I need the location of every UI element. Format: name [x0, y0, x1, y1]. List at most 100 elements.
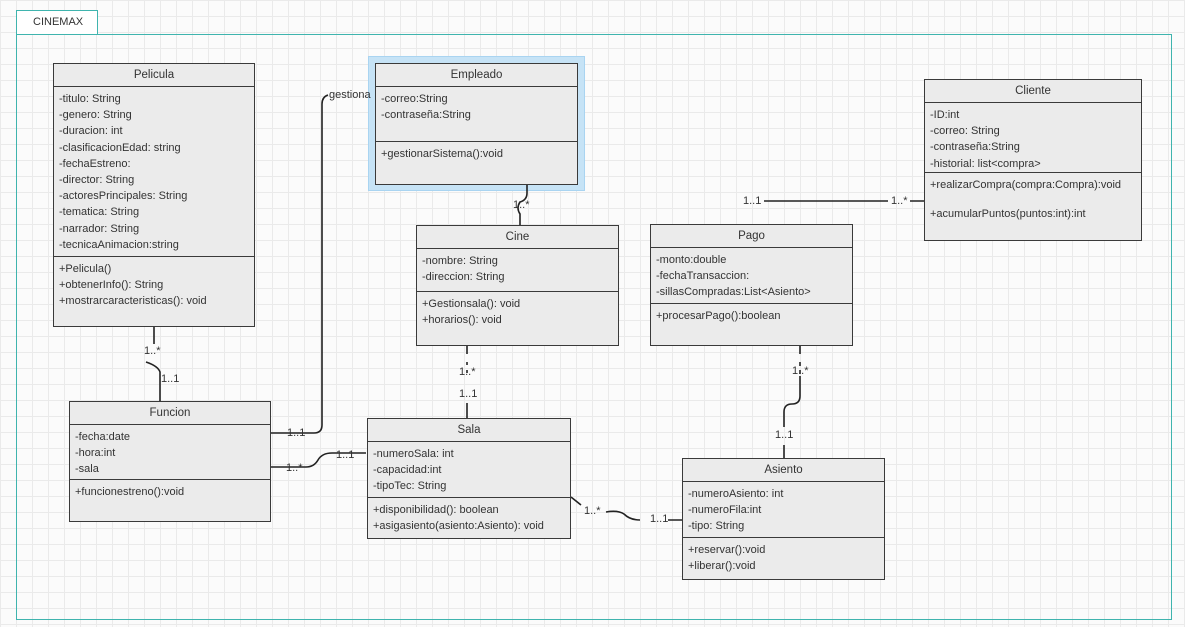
class-sala[interactable]: Sala -numeroSala: int -capacidad:int -ti…: [367, 418, 571, 539]
class-methods: +realizarCompra(compra:Compra):void +acu…: [925, 173, 1141, 226]
attribute: -duracion: int: [59, 125, 123, 138]
attribute: -sillasCompradas:List<Asiento>: [656, 286, 811, 299]
class-name: Pago: [651, 225, 852, 248]
connector-funcion-sala: [271, 452, 366, 468]
class-pago[interactable]: Pago -monto:double -fechaTransaccion: -s…: [650, 224, 853, 346]
connector-pelicula-funcion: [145, 327, 161, 401]
method: +gestionarSistema():void: [381, 148, 503, 160]
attribute: -numeroAsiento: int: [688, 488, 784, 500]
class-methods: +funcionestreno():void: [70, 480, 270, 504]
multiplicity-pelicula-funcion-a: 1..*: [144, 345, 161, 357]
attribute: -tipo: String: [688, 520, 745, 533]
attribute: -clasificacionEdad: string: [59, 141, 181, 154]
frame-title[interactable]: CINEMAX: [16, 10, 98, 35]
class-attributes: -titulo: String -genero: String -duracio…: [54, 87, 254, 257]
class-methods: +procesarPago():boolean: [651, 304, 852, 328]
method: +Pelicula(): [59, 263, 112, 275]
class-attributes: -numeroSala: int -capacidad:int -tipoTec…: [368, 442, 570, 498]
attribute: -fecha:date: [75, 431, 131, 443]
class-asiento[interactable]: Asiento -numeroAsiento: int -numeroFila:…: [682, 458, 885, 580]
class-empleado[interactable]: Empleado -correo:String -contraseña:Stri…: [375, 63, 578, 185]
connector-pago-asiento: [783, 346, 801, 458]
attribute: -ID:int: [930, 109, 960, 121]
multiplicity-sala-asiento-b: 1..1: [650, 513, 669, 525]
method: +mostrarcaracteristicas(): void: [59, 295, 207, 308]
method: +horarios(): void: [422, 314, 502, 327]
connector-empleado-cine: [517, 184, 528, 225]
label-gestiona: gestiona: [329, 89, 371, 101]
class-name: Asiento: [683, 459, 884, 482]
method: +liberar():void: [688, 560, 756, 573]
class-attributes: -ID:int -correo: String -contraseña:Stri…: [925, 103, 1141, 173]
multiplicity-sala-asiento-a: 1..*: [584, 505, 601, 517]
class-attributes: -nombre: String -direccion: String: [417, 249, 618, 292]
attribute: -numeroFila:int: [688, 504, 762, 517]
method: +obtenerInfo(): String: [59, 279, 164, 292]
attribute: -monto:double: [656, 254, 727, 266]
attribute: -contraseña:String: [930, 141, 1020, 154]
class-name: Funcion: [70, 402, 270, 425]
class-funcion[interactable]: Funcion -fecha:date -hora:int -sala +fun…: [69, 401, 271, 522]
attribute: -narrador: String: [59, 222, 140, 235]
multiplicity-funcion-sala-b: 1..1: [336, 449, 355, 461]
class-name: Pelicula: [54, 64, 254, 87]
attribute: -actoresPrincipales: String: [59, 190, 188, 203]
attribute: -tipoTec: String: [373, 480, 447, 493]
attribute: -director: String: [59, 174, 135, 187]
attribute: -genero: String: [59, 109, 132, 122]
attribute: -nombre: String: [422, 255, 498, 267]
diagram-frame: [16, 34, 1172, 620]
connector-funcion-gestiona: [271, 94, 329, 434]
attribute: -tematica: String: [59, 206, 140, 219]
method: +funcionestreno():void: [75, 486, 185, 498]
attribute: -capacidad:int: [373, 464, 442, 477]
multiplicity-pago-asiento-a: 1..*: [792, 365, 809, 377]
method: +reservar():void: [688, 544, 766, 556]
multiplicity-funcion-gestiona: 1..1: [287, 427, 306, 439]
attribute: -hora:int: [75, 447, 116, 460]
class-attributes: -numeroAsiento: int -numeroFila:int -tip…: [683, 482, 884, 538]
attribute: -contraseña:String: [381, 109, 471, 122]
class-attributes: -monto:double -fechaTransaccion: -sillas…: [651, 248, 852, 304]
multiplicity-pago-cliente-b: 1..*: [891, 195, 908, 207]
multiplicity-pago-asiento-b: 1..1: [775, 429, 794, 441]
connector-sala-asiento: [570, 496, 682, 521]
class-name: Cliente: [925, 80, 1141, 103]
class-methods: +reservar():void +liberar():void: [683, 538, 884, 578]
multiplicity-cine-sala-a: 1..*: [459, 366, 476, 378]
method: +procesarPago():boolean: [656, 310, 781, 322]
class-methods: +Pelicula() +obtenerInfo(): String +most…: [54, 257, 254, 314]
attribute: -tecnicaAnimacion:string: [59, 238, 179, 251]
attribute: -titulo: String: [59, 93, 121, 105]
attribute: -fechaTransaccion:: [656, 270, 750, 283]
class-name: Sala: [368, 419, 570, 442]
attribute: -historial: list<compra>: [930, 157, 1041, 170]
multiplicity-pago-cliente-a: 1..1: [743, 195, 762, 207]
attribute: -correo:String: [381, 93, 448, 105]
attribute: -fechaEstreno:: [59, 157, 131, 170]
class-methods: +gestionarSistema():void: [376, 142, 577, 166]
class-methods: +disponibilidad(): boolean +asigasiento(…: [368, 498, 570, 538]
multiplicity-funcion-sala-a: 1..*: [286, 462, 303, 474]
attribute: -numeroSala: int: [373, 448, 454, 460]
attribute: -sala: [75, 463, 99, 476]
multiplicity-empleado-cine: 1..*: [513, 199, 530, 211]
method: +realizarCompra(compra:Compra):void: [930, 179, 1122, 191]
multiplicity-cine-sala-b: 1..1: [459, 388, 478, 400]
class-cliente[interactable]: Cliente -ID:int -correo: String -contras…: [924, 79, 1142, 241]
class-attributes: -fecha:date -hora:int -sala: [70, 425, 270, 480]
method: +disponibilidad(): boolean: [373, 504, 499, 516]
attribute: -correo: String: [930, 125, 1000, 138]
method: +acumularPuntos(puntos:int):int: [930, 208, 1086, 221]
method: +asigasiento(asiento:Asiento): void: [373, 520, 544, 533]
class-cine[interactable]: Cine -nombre: String -direccion: String …: [416, 225, 619, 346]
class-methods: +Gestionsala(): void +horarios(): void: [417, 292, 618, 332]
class-attributes: -correo:String -contraseña:String: [376, 87, 577, 142]
class-name: Empleado: [376, 64, 577, 87]
multiplicity-pelicula-funcion-b: 1..1: [161, 373, 180, 385]
class-pelicula[interactable]: Pelicula -titulo: String -genero: String…: [53, 63, 255, 327]
method: +Gestionsala(): void: [422, 298, 521, 310]
class-name: Cine: [417, 226, 618, 249]
attribute: -direccion: String: [422, 271, 505, 284]
